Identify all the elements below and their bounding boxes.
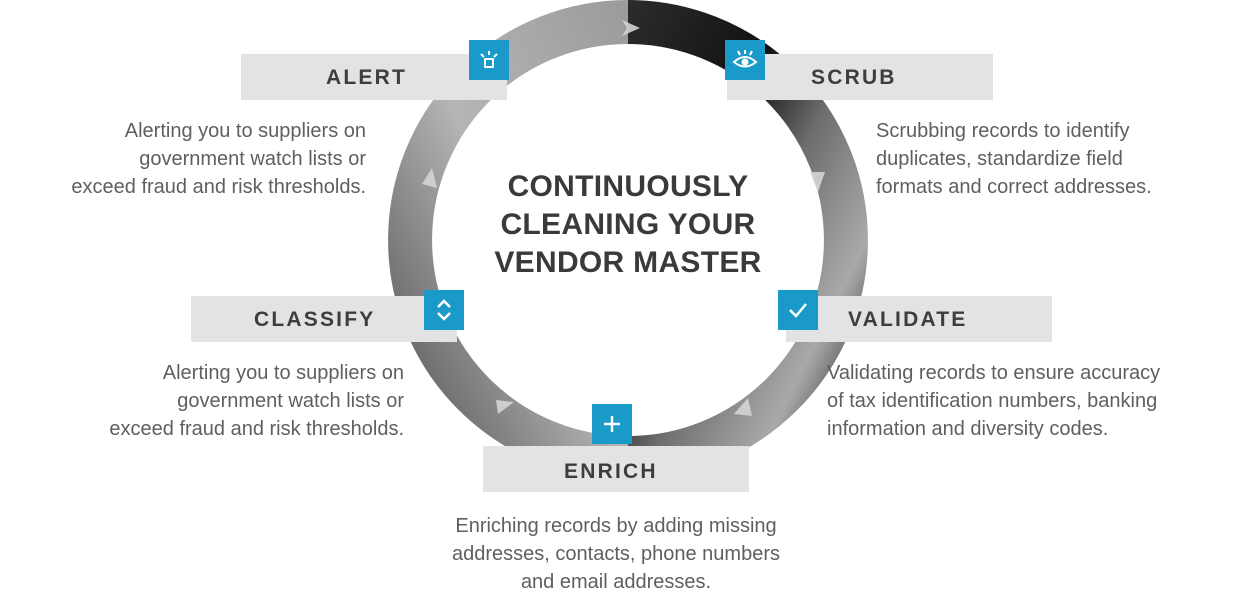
validate-desc-line-3: information and diversity codes. xyxy=(827,418,1109,440)
scrub-icon-box xyxy=(725,40,765,80)
scrub-label: SCRUB xyxy=(811,66,897,89)
enrich-icon-box xyxy=(592,404,632,444)
ring-arrow-top xyxy=(622,20,640,36)
classify-icon-box xyxy=(424,290,464,330)
validate-label: VALIDATE xyxy=(848,308,968,331)
alert-banner xyxy=(241,54,507,100)
ring-left-half xyxy=(388,0,629,480)
enrich-banner xyxy=(483,446,749,492)
center-title-line-1: CONTINUOUSLY xyxy=(507,170,749,203)
alert-desc-line-1: Alerting you to suppliers on xyxy=(124,120,366,142)
classify-banner xyxy=(191,296,457,342)
classify-desc-line-1: Alerting you to suppliers on xyxy=(162,362,404,384)
alert-description: Alerting you to suppliers on government … xyxy=(71,117,366,201)
chevron-up-down-icon xyxy=(437,299,451,321)
validate-icon-box xyxy=(778,290,818,330)
alarm-icon xyxy=(480,51,498,68)
ring-arrow-right xyxy=(810,172,825,192)
scrub-desc-line-2: duplicates, standardize field xyxy=(876,148,1123,170)
enrich-label: ENRICH xyxy=(564,460,658,483)
validate-desc-line-2: of tax identification numbers, banking xyxy=(827,390,1158,412)
classify-label: CLASSIFY xyxy=(254,308,376,331)
ring-arrow-bottom-left xyxy=(496,400,514,414)
scrub-banner xyxy=(727,54,993,100)
enrich-desc-line-1: Enriching records by adding missing xyxy=(455,515,777,537)
alert-icon-box xyxy=(469,40,509,80)
ring-arrow-bottom-right xyxy=(734,398,752,416)
scrub-desc-line-1: Scrubbing records to identify xyxy=(876,120,1130,142)
eye-icon xyxy=(732,50,758,68)
center-title-line-2: CLEANING YOUR xyxy=(500,208,756,241)
classify-desc-line-2: government watch lists or xyxy=(177,390,404,412)
alert-desc-line-3: exceed fraud and risk thresholds. xyxy=(71,176,366,198)
center-title-line-3: VENDOR MASTER xyxy=(494,246,762,279)
classify-description: Alerting you to suppliers on government … xyxy=(109,359,404,443)
validate-desc-line-1: Validating records to ensure accuracy xyxy=(827,362,1161,384)
ring-arrow-left xyxy=(422,168,437,188)
validate-banner xyxy=(786,296,1052,342)
alert-desc-line-2: government watch lists or xyxy=(139,148,366,170)
center-title: CONTINUOUSLY CLEANING YOUR VENDOR MASTER xyxy=(460,168,796,282)
scrub-description: Scrubbing records to identify duplicates… xyxy=(876,117,1152,201)
enrich-description: Enriching records by adding missing addr… xyxy=(388,512,844,595)
checkmark-icon xyxy=(789,303,807,318)
enrich-desc-line-2: addresses, contacts, phone numbers xyxy=(452,543,780,565)
validate-description: Validating records to ensure accuracy of… xyxy=(827,359,1160,443)
enrich-desc-line-3: and email addresses. xyxy=(520,571,712,593)
plus-icon xyxy=(604,416,620,432)
scrub-desc-line-3: formats and correct addresses. xyxy=(876,176,1152,198)
classify-desc-line-3: exceed fraud and risk thresholds. xyxy=(109,418,404,440)
alert-label: ALERT xyxy=(326,66,407,89)
